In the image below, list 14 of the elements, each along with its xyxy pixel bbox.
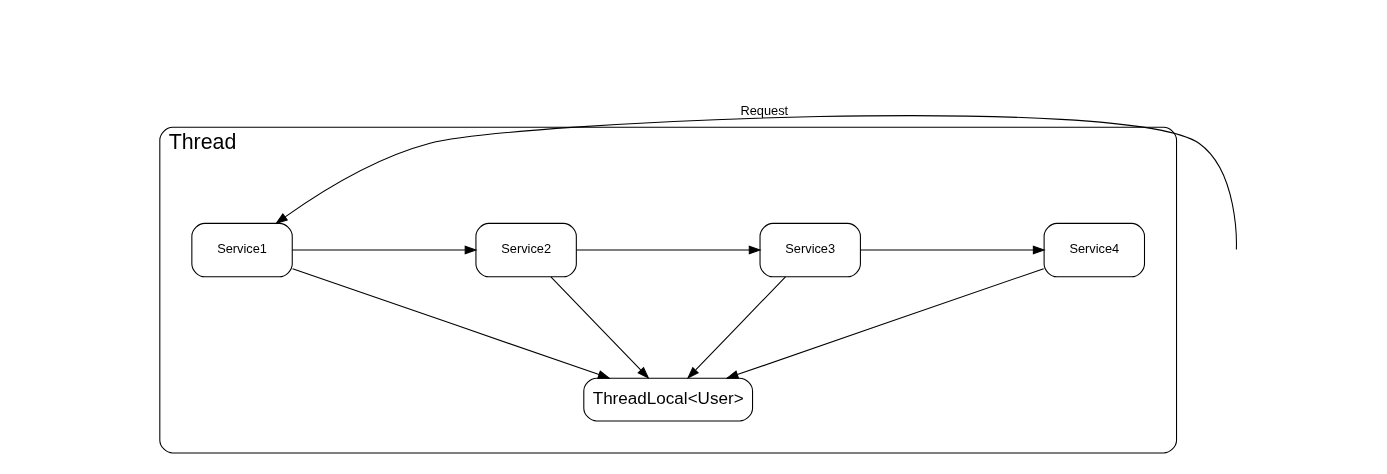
- arrow: [291, 245, 477, 255]
- arrow: [575, 245, 762, 255]
- arrow: [859, 245, 1046, 255]
- node-box: Service3: [759, 222, 861, 278]
- node-box: Service4: [1043, 222, 1145, 278]
- arrow: [725, 268, 1044, 379]
- arrow: [291, 268, 611, 379]
- arrow: [274, 115, 1237, 251]
- edge-label: Request: [739, 103, 788, 119]
- arrow: [686, 276, 786, 380]
- node-box: Service2: [474, 222, 577, 278]
- arrow: [549, 276, 649, 380]
- node-box: Service1: [190, 222, 293, 278]
- node-box: ThreadLocal<User>: [582, 377, 753, 422]
